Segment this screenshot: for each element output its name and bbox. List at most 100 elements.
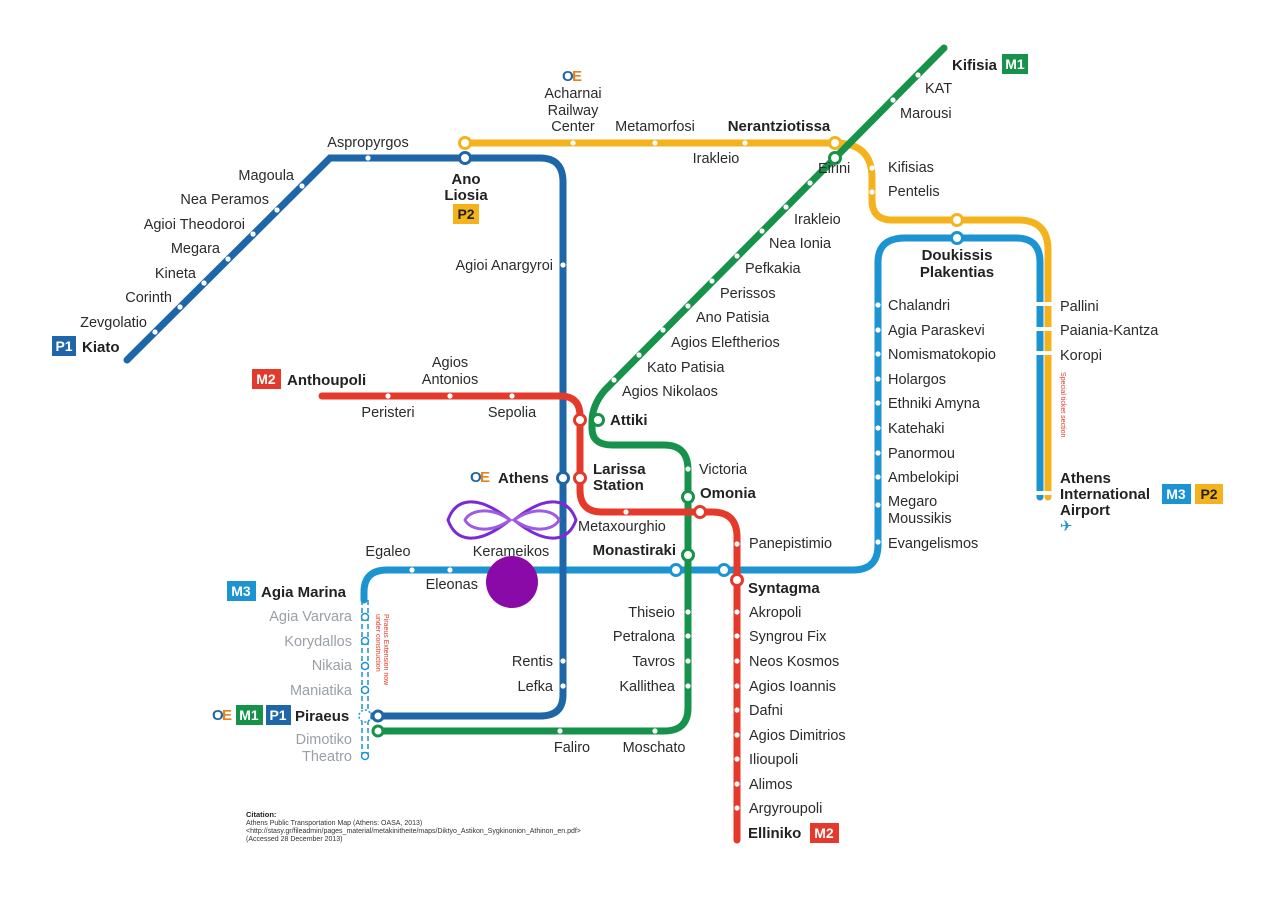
station-label-anthoupoli[interactable]: Anthoupoli (287, 372, 366, 389)
station-label-syngrou-fix[interactable]: Syngrou Fix (749, 629, 827, 645)
station-label-agia-paraskevi[interactable]: Agia Paraskevi (888, 323, 985, 339)
station-label-doukissis-2[interactable]: Plakentias (920, 264, 994, 281)
station-label-rentis[interactable]: Rentis (512, 654, 553, 670)
station-label-egaleo[interactable]: Egaleo (365, 544, 410, 560)
station-label-victoria[interactable]: Victoria (699, 462, 748, 478)
station-label-kerameikos[interactable]: Kerameikos (473, 544, 550, 560)
station-label-airport-2[interactable]: International (1060, 486, 1150, 503)
station-label-piraeus[interactable]: Piraeus (295, 708, 349, 725)
station-label-kineta[interactable]: Kineta (155, 266, 197, 282)
station-label-peristeri[interactable]: Peristeri (361, 405, 414, 421)
station-label-metamorfosi[interactable]: Metamorfosi (615, 119, 695, 135)
station-label-athens[interactable]: Athens (498, 470, 549, 487)
station-label-agia-varvara[interactable]: Agia Varvara (269, 609, 353, 625)
station-label-agioi-theodoroi[interactable]: Agioi Theodoroi (144, 217, 245, 233)
station-label-omonia[interactable]: Omonia (700, 485, 756, 502)
station-label-marousi[interactable]: Marousi (900, 106, 952, 122)
station-label-dafni[interactable]: Dafni (749, 703, 783, 719)
station-label-koropi[interactable]: Koropi (1060, 348, 1102, 364)
station-label-airport-1[interactable]: Athens (1060, 470, 1111, 487)
m3-badge-agia-marina-label: M3 (231, 583, 251, 599)
m2-badge-anthoupoli-label: M2 (256, 371, 276, 387)
station-label-kifisias[interactable]: Kifisias (888, 160, 934, 176)
station-label-monastiraki[interactable]: Monastiraki (593, 542, 676, 559)
station-label-holargos[interactable]: Holargos (888, 372, 946, 388)
station-label-agios-eleftherios[interactable]: Agios Eleftherios (671, 335, 780, 351)
station-label-argyroupoli[interactable]: Argyroupoli (749, 801, 822, 817)
station-label-korydallos[interactable]: Korydallos (284, 634, 352, 650)
station-label-ano-liosia-2[interactable]: Liosia (444, 187, 488, 204)
station-label-megara[interactable]: Megara (171, 241, 221, 257)
p2-line (461, 139, 1052, 501)
station-label-dimotiko-1[interactable]: Dimotiko (296, 732, 352, 748)
station-label-ano-liosia-1[interactable]: Ano (451, 171, 480, 188)
station-label-kifisia[interactable]: Kifisia (952, 57, 998, 74)
station-label-kat[interactable]: KAT (925, 81, 952, 97)
station-label-tavros[interactable]: Tavros (632, 654, 675, 670)
station-label-evangelismos[interactable]: Evangelismos (888, 536, 978, 552)
station-label-kallithea[interactable]: Kallithea (619, 679, 676, 695)
station-label-nea-ionia[interactable]: Nea Ionia (769, 236, 832, 252)
station-label-agioi-anargyroi[interactable]: Agioi Anargyroi (455, 258, 553, 274)
airport-branch-stops (1036, 302, 1052, 495)
station-label-larissa-2[interactable]: Station (593, 477, 644, 494)
station-label-zevgolatio[interactable]: Zevgolatio (80, 315, 147, 331)
station-label-agios-antonios-1[interactable]: Agios (432, 355, 468, 371)
station-label-larissa-1[interactable]: Larissa (593, 461, 646, 478)
station-label-megaro-2[interactable]: Moussikis (888, 511, 952, 527)
station-label-ano-patisia[interactable]: Ano Patisia (696, 310, 770, 326)
station-label-agios-nikolaos[interactable]: Agios Nikolaos (622, 384, 718, 400)
station-label-agios-dimitrios[interactable]: Agios Dimitrios (749, 728, 846, 744)
station-label-nikaia[interactable]: Nikaia (312, 658, 353, 674)
station-label-agia-marina[interactable]: Agia Marina (261, 584, 347, 601)
station-label-acharnai-2[interactable]: Railway (548, 103, 600, 119)
station-label-kiato[interactable]: Kiato (82, 339, 120, 356)
station-label-elliniko[interactable]: Elliniko (748, 825, 801, 842)
station-label-syntagma[interactable]: Syntagma (748, 580, 820, 597)
station-label-sepolia[interactable]: Sepolia (488, 405, 537, 421)
station-label-ilioupoli[interactable]: Ilioupoli (749, 752, 798, 768)
station-label-paiania[interactable]: Paiania-Kantza (1060, 323, 1159, 339)
station-label-acharnai-3[interactable]: Center (551, 119, 595, 135)
station-label-maniatika[interactable]: Maniatika (290, 683, 353, 699)
station-label-chalandri[interactable]: Chalandri (888, 298, 950, 314)
station-label-aspropyrgos[interactable]: Aspropyrgos (327, 135, 408, 151)
station-label-katehaki[interactable]: Katehaki (888, 421, 944, 437)
station-label-nomismatokopio[interactable]: Nomismatokopio (888, 347, 996, 363)
station-label-panormou[interactable]: Panormou (888, 446, 955, 462)
station-label-lefka[interactable]: Lefka (518, 679, 554, 695)
station-label-nerantziotissa[interactable]: Nerantziotissa (728, 118, 831, 135)
station-label-irakleio-p2[interactable]: Irakleio (693, 151, 740, 167)
station-label-attiki[interactable]: Attiki (610, 412, 648, 429)
station-label-agios-ioannis[interactable]: Agios Ioannis (749, 679, 836, 695)
station-label-eleonas[interactable]: Eleonas (426, 577, 478, 593)
station-label-neos-kosmos[interactable]: Neos Kosmos (749, 654, 839, 670)
station-label-dimotiko-2[interactable]: Theatro (302, 749, 352, 765)
station-label-airport-3[interactable]: Airport (1060, 502, 1110, 519)
station-label-panepistimio[interactable]: Panepistimio (749, 536, 832, 552)
station-label-eirini[interactable]: Eirini (818, 161, 850, 177)
station-label-ambelokipi[interactable]: Ambelokipi (888, 470, 959, 486)
station-label-kato-patisia[interactable]: Kato Patisia (647, 360, 725, 376)
station-label-alimos[interactable]: Alimos (749, 777, 793, 793)
station-label-petralona[interactable]: Petralona (613, 629, 676, 645)
station-label-doukissis-1[interactable]: Doukissis (922, 247, 993, 264)
station-label-agios-antonios-2[interactable]: Antonios (422, 372, 478, 388)
station-label-magoula[interactable]: Magoula (238, 168, 295, 184)
station-label-acharnai-1[interactable]: Acharnai (544, 86, 601, 102)
station-label-pentelis[interactable]: Pentelis (888, 184, 940, 200)
station-label-faliro[interactable]: Faliro (554, 740, 590, 756)
station-label-moschato[interactable]: Moschato (623, 740, 686, 756)
station-label-irakleio-m1[interactable]: Irakleio (794, 212, 841, 228)
station-label-akropoli[interactable]: Akropoli (749, 605, 801, 621)
station-label-megaro-1[interactable]: Megaro (888, 494, 937, 510)
station-label-corinth[interactable]: Corinth (125, 290, 172, 306)
station-label-nea-peramos[interactable]: Nea Peramos (180, 192, 269, 208)
m1-line (374, 44, 948, 735)
station-label-metaxourghio[interactable]: Metaxourghio (578, 519, 666, 535)
station-label-pallini[interactable]: Pallini (1060, 299, 1099, 315)
station-label-thiseio[interactable]: Thiseio (628, 605, 675, 621)
station-label-pefkakia[interactable]: Pefkakia (745, 261, 802, 277)
station-label-perissos[interactable]: Perissos (720, 286, 776, 302)
station-label-ethniki-amyna[interactable]: Ethniki Amyna (888, 396, 981, 412)
